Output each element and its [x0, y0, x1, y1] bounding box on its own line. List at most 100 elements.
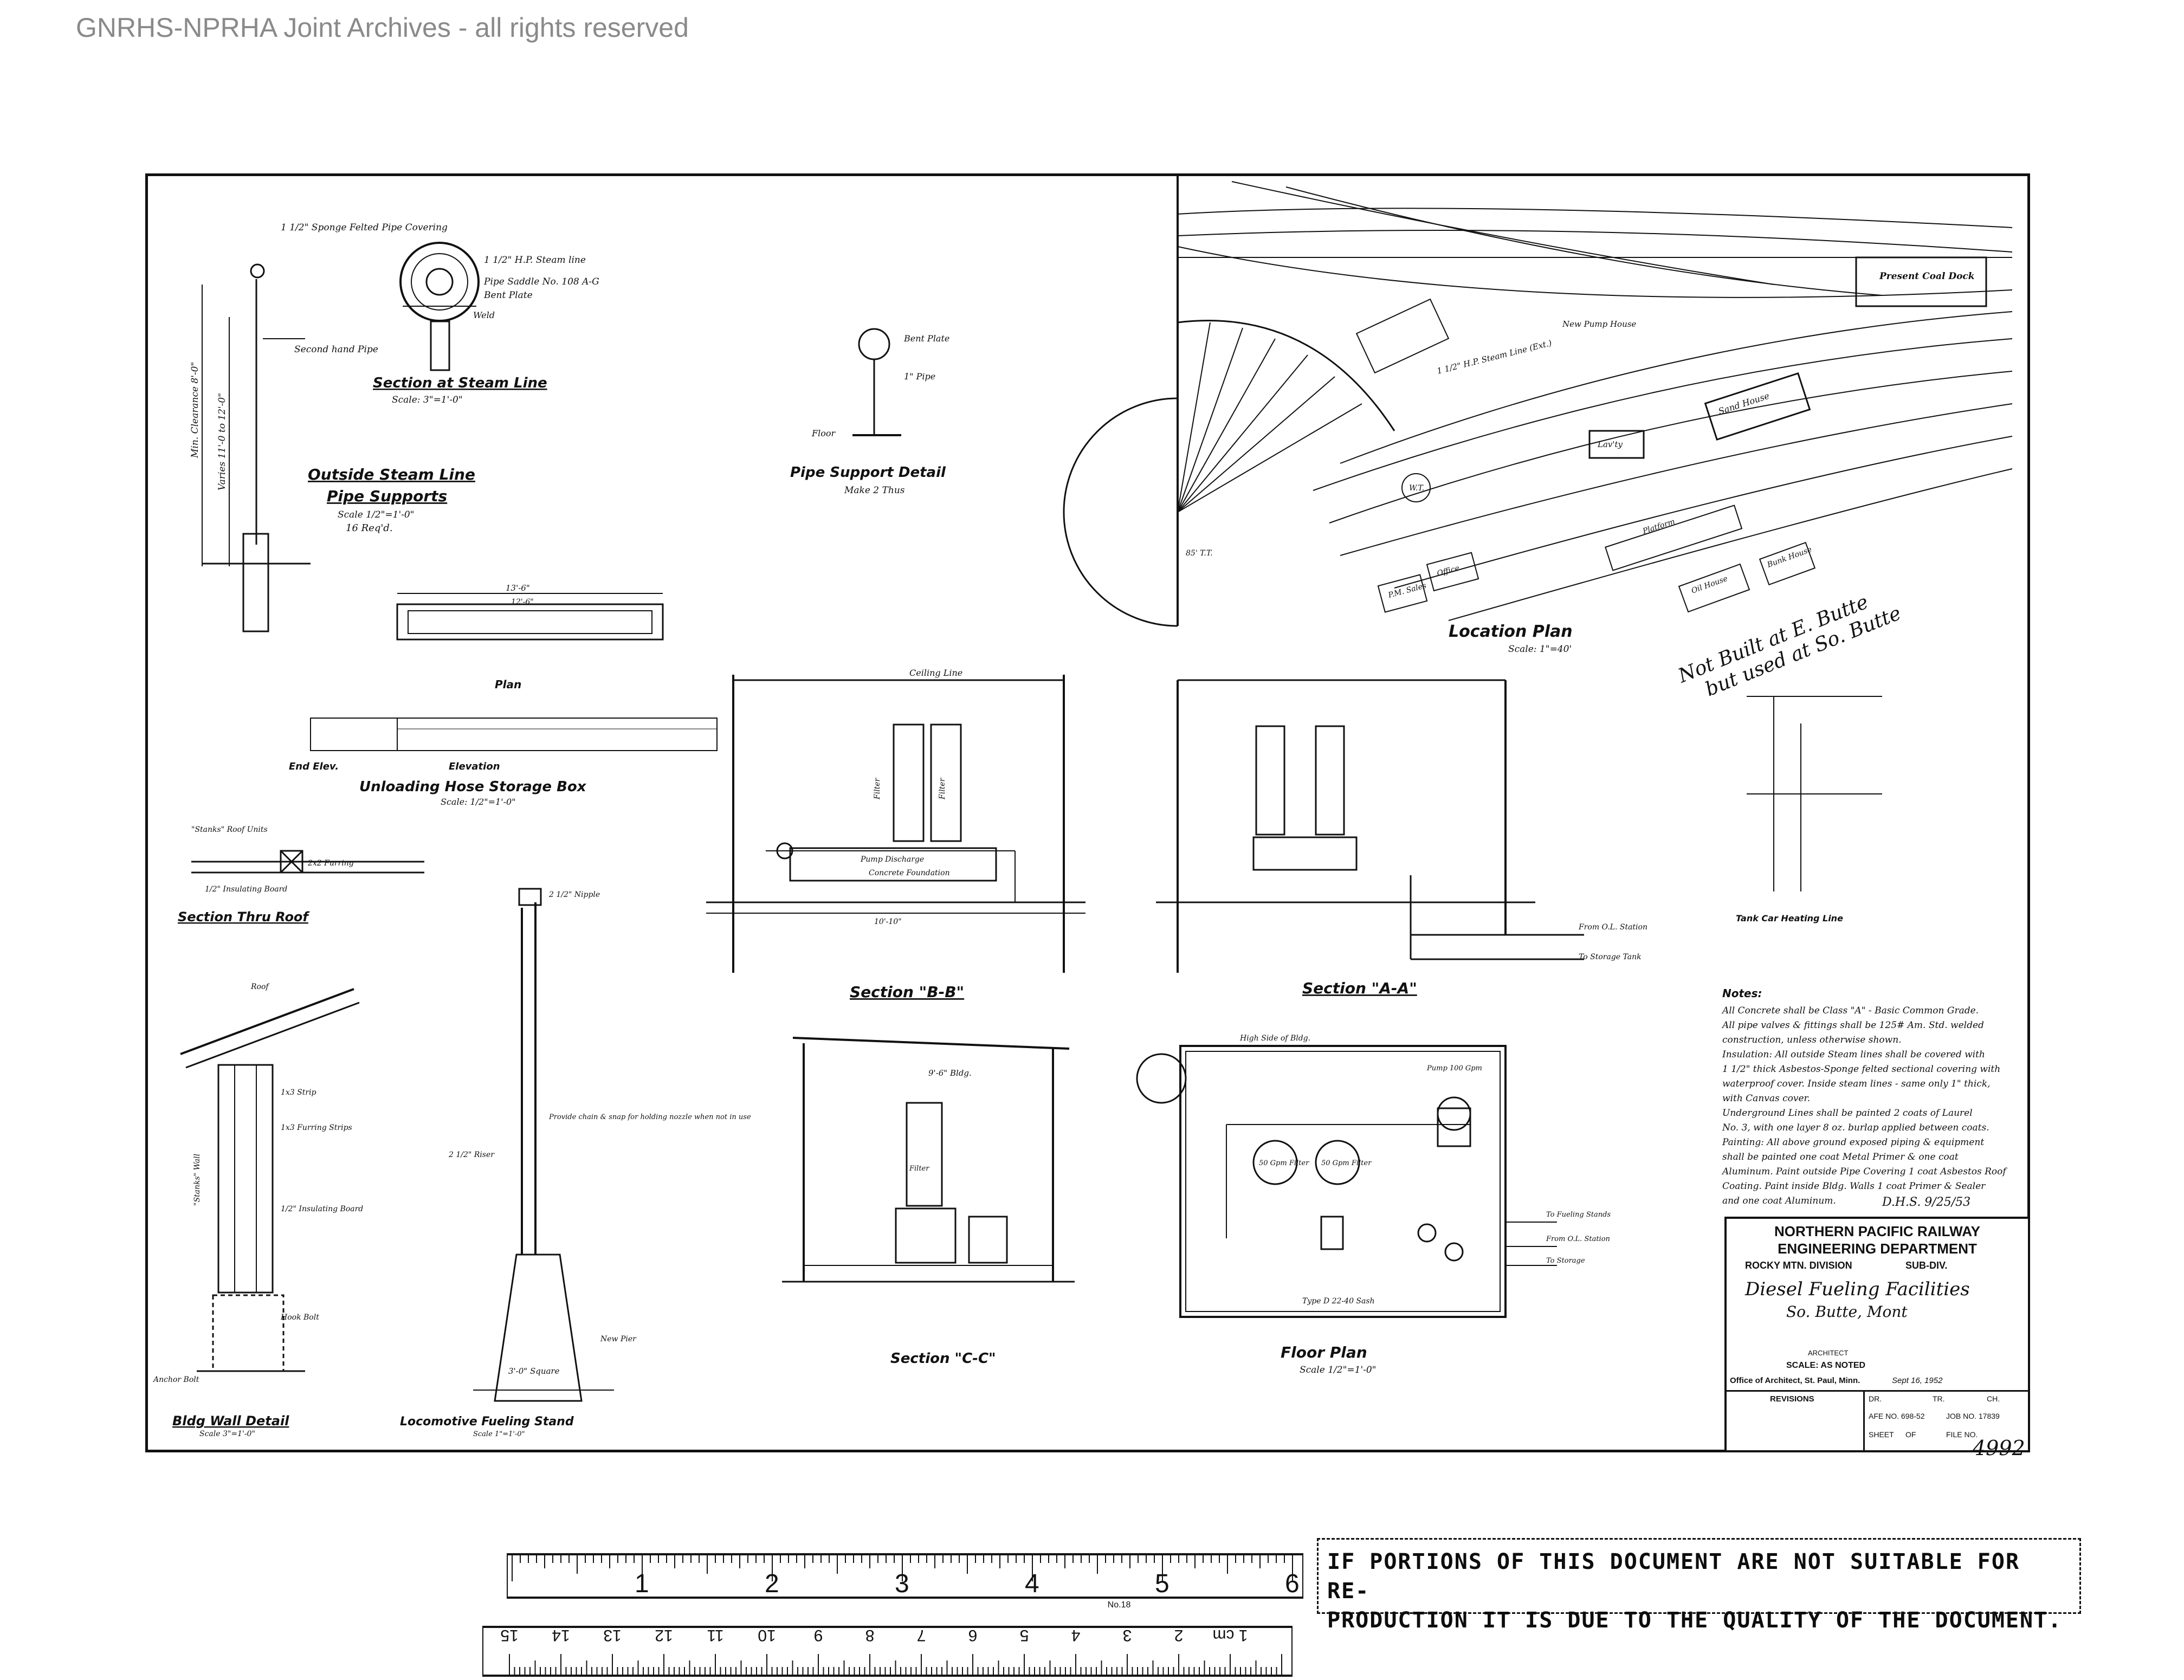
stamp-line-2: PRODUCTION IT IS DUE TO THE QUALITY OF T…: [1327, 1608, 2063, 1633]
section-cc-title: Section "C-C": [890, 1351, 996, 1367]
tb-sheet: SHEET: [1869, 1430, 1894, 1439]
cm-label: 7: [917, 1626, 926, 1644]
notes-line: construction, unless otherwise shown.: [1722, 1035, 1902, 1045]
tb-afe: AFE NO. 698-52: [1869, 1412, 1925, 1420]
loc-lavatory: Lav'ty: [1597, 440, 1623, 449]
steam-line-qty: 16 Req'd.: [346, 522, 393, 534]
hose-box-title: Unloading Hose Storage Box: [359, 779, 587, 795]
note-pipe-covering: 1 1/2" Sponge Felted Pipe Covering: [281, 222, 448, 233]
pipe-support-title: Pipe Support Detail: [790, 464, 946, 481]
tb-date: Sept 16, 1952: [1892, 1376, 1943, 1385]
wall-detail-scale: Scale 3"=1'-0": [199, 1430, 255, 1438]
wall-note-roof: Roof: [250, 983, 270, 991]
location-plan-scale: Scale: 1"=40': [1508, 644, 1572, 655]
roof-section-title: Section Thru Roof: [178, 909, 309, 925]
tb-of: OF: [1905, 1430, 1916, 1439]
cc-filter: Filter: [909, 1165, 929, 1173]
bb-filter-2: Filter: [938, 777, 947, 800]
title-block: NORTHERN PACIFIC RAILWAY ENGINEERING DEP…: [1724, 1217, 2030, 1452]
pipe-support-qty: Make 2 Thus: [844, 485, 905, 496]
fp-to-storage: To Storage: [1546, 1257, 1585, 1265]
cm-label: 11: [707, 1626, 723, 1644]
cc-bldg: 9'-6" Bldg.: [928, 1068, 972, 1078]
inch-label: 1: [635, 1569, 649, 1598]
notes-line: Aluminum. Paint outside Pipe Covering 1 …: [1721, 1166, 2007, 1177]
tb-tr: TR.: [1933, 1394, 1945, 1403]
location-plan-view: [1063, 176, 2013, 627]
section-bb-view: [706, 675, 1085, 973]
pipe-support-pipe: 1" Pipe: [904, 371, 935, 382]
notes-line: No. 3, with one layer 8 oz. burlap appli…: [1722, 1122, 1989, 1133]
location-plan-labels: Present Coal Dock Sand House Lav'ty W.T.…: [1186, 271, 1975, 701]
section-cc-view: [782, 1037, 1075, 1283]
roof-note-furring: 2x2 Furring: [307, 859, 354, 868]
tb-dr: DR.: [1869, 1394, 1882, 1403]
drawing-sheet: 1 1/2" Sponge Felted Pipe Covering 1 1/2…: [145, 173, 2030, 1452]
notes-line: Underground Lines shall be painted 2 coa…: [1722, 1108, 1973, 1119]
bb-dim: 10'-10": [874, 917, 902, 926]
stand-nipple: 2 1/2" Nipple: [548, 890, 600, 899]
tb-office: Office of Architect, St. Paul, Minn.: [1730, 1376, 1860, 1385]
inch-label: 5: [1155, 1569, 1169, 1598]
section-bb-title: Section "B-B": [850, 983, 964, 1001]
tb-divider: [1863, 1390, 1865, 1452]
loc-coal-dock: Present Coal Dock: [1879, 271, 1975, 282]
fp-high-side: High Side of Bldg.: [1239, 1034, 1310, 1043]
section-cc-labels: 9'-6" Bldg. Filter Section "C-C": [890, 1068, 996, 1367]
loc-sand-house: Sand House: [1717, 391, 1771, 417]
loc-wt: W.T.: [1409, 484, 1424, 493]
stamp-line-1: IF PORTIONS OF THIS DOCUMENT ARE NOT SUI…: [1327, 1549, 2020, 1604]
cm-label: 13: [603, 1626, 621, 1644]
notes-block: Notes: All Concrete shall be Class "A" -…: [1721, 987, 2007, 1209]
reproduction-stamp: IF PORTIONS OF THIS DOCUMENT ARE NOT SUI…: [1317, 1538, 2081, 1633]
tb-railway: NORTHERN PACIFIC RAILWAY: [1774, 1223, 1980, 1239]
drawing-canvas: 1 1/2" Sponge Felted Pipe Covering 1 1/2…: [152, 176, 2013, 1438]
notes-lines: All Concrete shall be Class "A" - Basic …: [1721, 1005, 2007, 1206]
notes-line: All Concrete shall be Class "A" - Basic …: [1721, 1005, 1979, 1016]
notes-line: shall be painted one coat Metal Primer &…: [1722, 1152, 1959, 1162]
inch-label: 2: [765, 1569, 779, 1598]
fp-sash: Type D 22-40 Sash: [1302, 1297, 1375, 1306]
note-pipe-saddle: Pipe Saddle No. 108 A-G: [483, 276, 599, 287]
tb-scale: SCALE: AS NOTED: [1786, 1361, 1866, 1370]
wall-note-strip: 1x3 Strip: [281, 1088, 316, 1097]
loc-steam-line: 1 1/2" H.P. Steam Line (Ext.): [1436, 338, 1553, 376]
wall-detail-title: Bldg Wall Detail: [172, 1413, 289, 1429]
notes-line: 1 1/2" thick Asbestos-Sponge felted sect…: [1722, 1064, 2000, 1075]
outside-steam-line-title: Outside Steam Line: [308, 466, 475, 483]
wall-note-anchor: Anchor Bolt: [152, 1375, 199, 1384]
fp-filter-b: 50 Gpm Filter: [1321, 1159, 1372, 1167]
notes-line: Insulation: All outside Steam lines shal…: [1722, 1049, 1985, 1060]
fp-filter-a: 50 Gpm Filter: [1259, 1159, 1309, 1167]
notes-heading: Notes:: [1722, 987, 1762, 1000]
hose-box-dim-inner: 12'-6": [511, 598, 534, 606]
tb-revisions: REVISIONS: [1770, 1394, 1814, 1404]
cm-label: 12: [655, 1626, 673, 1644]
hose-box-end-elev: End Elev.: [289, 761, 339, 772]
hose-box-labels: 13'-6" 12'-6" Plan End Elev. Elevation U…: [289, 583, 587, 807]
note-second-hand-pipe: Second hand Pipe: [294, 344, 378, 355]
fueling-stand-labels: 2 1/2" Nipple 2 1/2" Riser Provide chain…: [400, 890, 751, 1438]
note-varies: Varies 11'-0 to 12'-0": [217, 393, 228, 490]
inch-label: 3: [895, 1569, 909, 1598]
tb-drawing-title: Diesel Fueling Facilities: [1745, 1278, 1970, 1300]
tb-department: ENGINEERING DEPARTMENT: [1778, 1240, 1977, 1257]
hose-box-scale: Scale: 1/2"=1'-0": [441, 797, 516, 807]
cm-label: 10: [758, 1626, 776, 1644]
inch-label: 6: [1285, 1569, 1300, 1598]
location-plan-title: Location Plan: [1449, 622, 1573, 641]
tb-subdiv: SUB-DIV.: [1905, 1260, 1948, 1271]
loc-oil-house: Oil House: [1690, 574, 1729, 596]
inch-ruler-caption: No.18: [1108, 1600, 1131, 1610]
fueling-stand-title: Locomotive Fueling Stand: [400, 1415, 574, 1429]
tb-file: FILE NO.: [1946, 1430, 1978, 1439]
notes-line: All pipe valves & fittings shall be 125#…: [1721, 1020, 1984, 1031]
wall-note-bolt: Hook Bolt: [280, 1313, 319, 1322]
tb-ch: CH.: [1987, 1394, 2000, 1403]
wall-note-wall: "Stanks" Wall: [193, 1154, 202, 1206]
floor-plan-title: Floor Plan: [1281, 1343, 1367, 1361]
cm-label: 2: [1174, 1626, 1184, 1644]
steam-line-support-view: [202, 242, 480, 632]
